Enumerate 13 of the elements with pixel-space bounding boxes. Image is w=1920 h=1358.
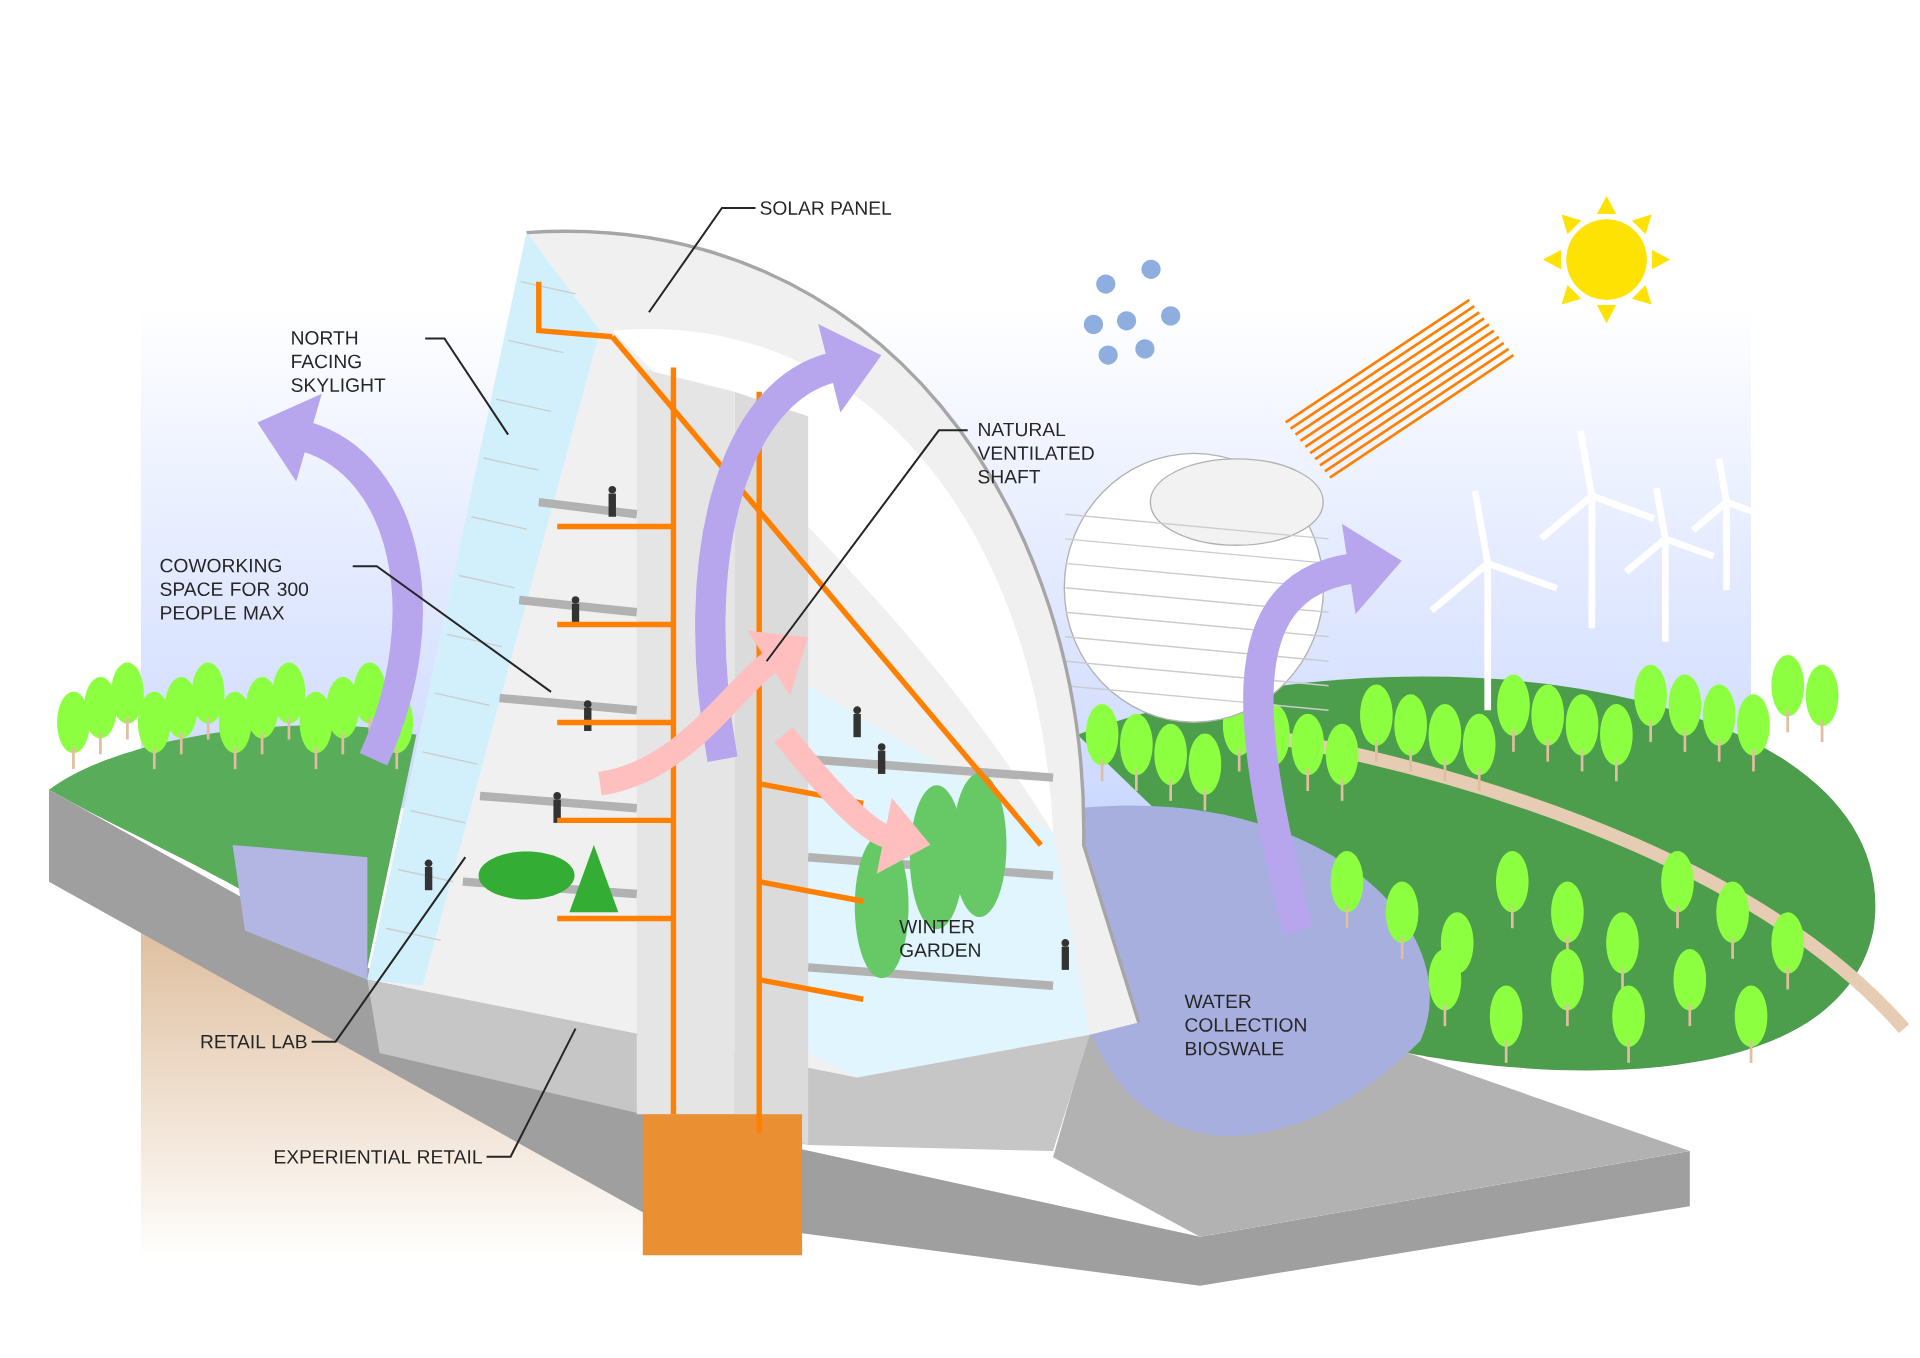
leader-line (648, 207, 756, 313)
callout-label: NORTH FACING SKYLIGHT (291, 331, 386, 392)
area-label: WATER COLLECTION BIOSWALE (1184, 994, 1306, 1056)
callout-label: RETAIL LAB (201, 1035, 307, 1049)
callout-label: COWORKING SPACE FOR 300 PEOPLE MAX (160, 558, 309, 620)
callout-label: SOLAR PANEL (760, 201, 892, 215)
leader-line (352, 565, 552, 693)
callout-label: EXPERIENTIAL RETAIL (275, 1150, 482, 1164)
leader-line (765, 429, 968, 662)
leader-line (425, 337, 509, 436)
leader-line (486, 1028, 577, 1158)
leader-line (311, 856, 467, 1043)
callout-label: NATURAL VENTILATED SHAFT (977, 422, 1094, 484)
